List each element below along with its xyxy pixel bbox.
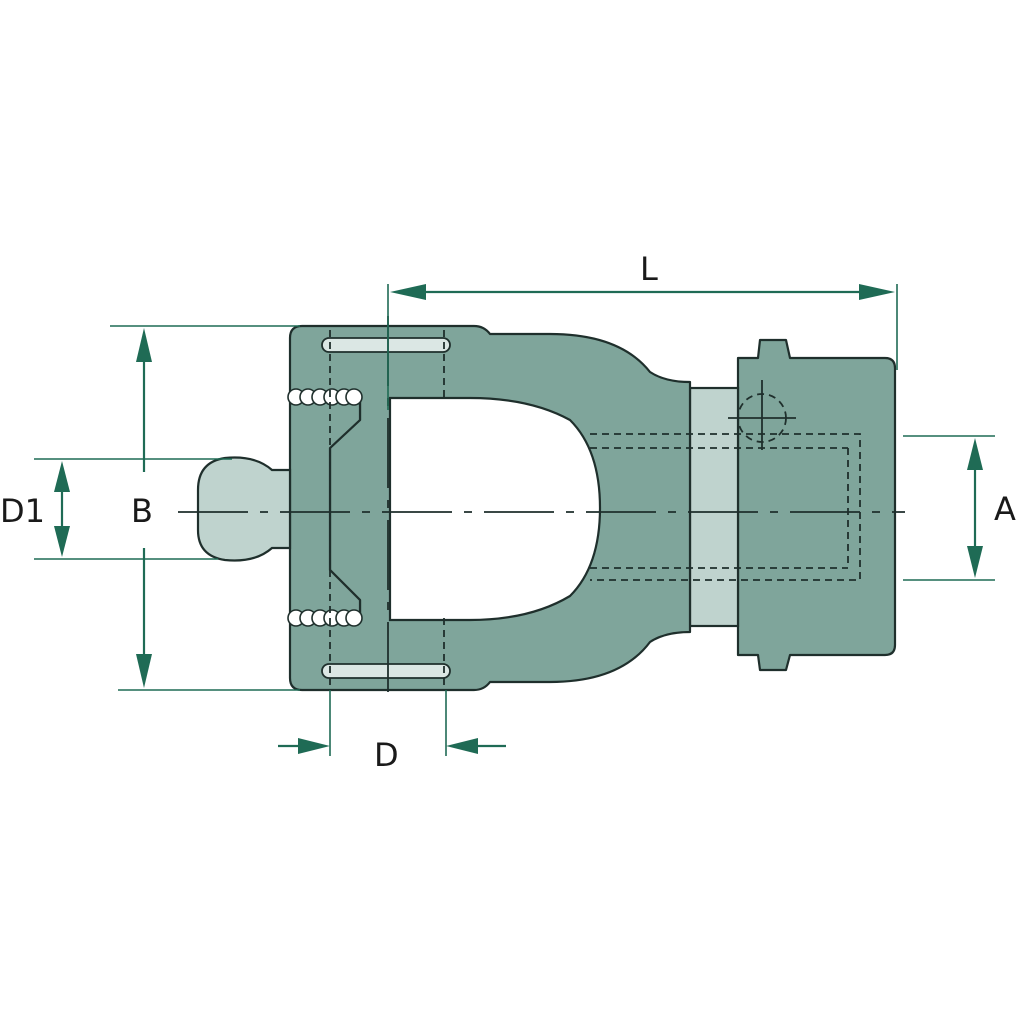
label-B: B [131,492,153,530]
needle-bearings-top [287,388,363,406]
hidden-lines [329,330,861,690]
label-A: A [994,490,1016,528]
yoke-body [196,324,897,692]
hub-bore-hidden [590,433,861,581]
label-D1: D1 [0,492,45,530]
yoke-hub [736,338,897,672]
dimension-D [278,690,506,756]
dimension-B [110,325,300,691]
label-L: L [640,250,658,288]
yoke-inner-opening [388,396,602,622]
bottom-pin-slot [321,663,451,679]
shaft-stub [196,456,292,562]
bearing-slots [321,337,451,679]
yoke-collar [688,386,740,628]
top-pin-slot [321,337,451,353]
dimension-D1 [34,458,232,560]
needle-bearings-bottom [287,609,363,627]
dimension-L [387,284,898,410]
label-D: D [374,736,399,774]
dimension-A [903,435,995,581]
